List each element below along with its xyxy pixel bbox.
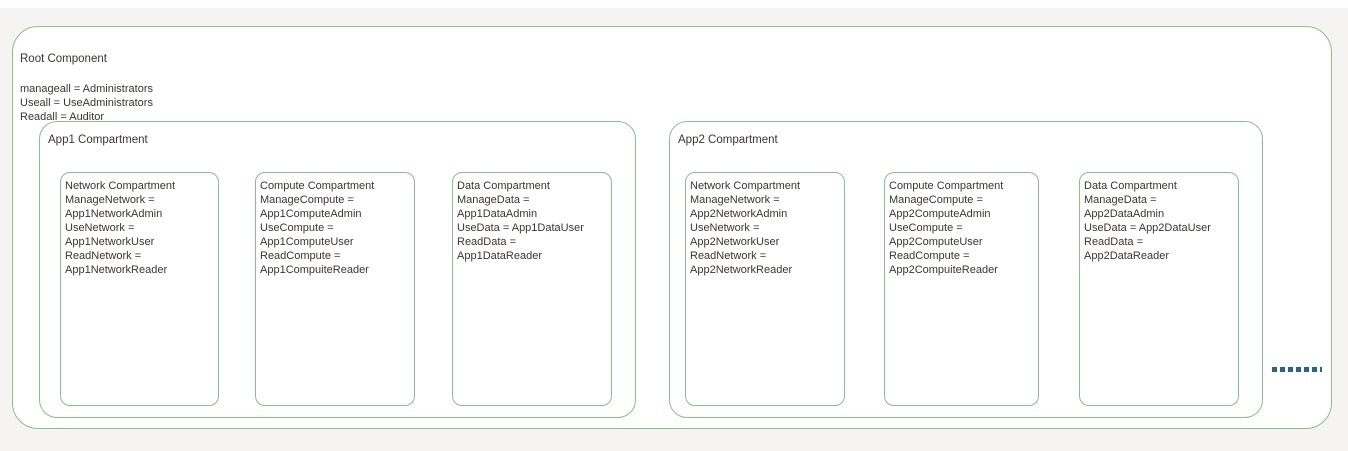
app2-data-compartment-box: Data Compartment ManageData = App2DataAd… — [1079, 172, 1239, 406]
app2-compute-compartment-title: Compute Compartment — [889, 180, 1004, 192]
app2-data-compartment-title: Data Compartment — [1084, 180, 1177, 192]
app1-data-compartment-box: Data Compartment ManageData = App1DataAd… — [452, 172, 612, 406]
app1-compute-compartment-box: Compute Compartment ManageCompute = App1… — [255, 172, 415, 406]
app1-compute-compartment-policies: ManageCompute = App1ComputeAdmin UseComp… — [260, 194, 369, 276]
root-compartment-title: Root Component — [20, 53, 107, 65]
ellipsis-dot — [1296, 367, 1301, 372]
ellipsis-dot — [1320, 367, 1322, 372]
ellipsis-dot — [1312, 367, 1317, 372]
app2-compartment-label: App2 Compartment — [678, 134, 778, 146]
more-compartments-ellipsis-icon — [1272, 367, 1322, 372]
app1-data-compartment-title: Data Compartment — [457, 180, 550, 192]
app1-network-compartment-title: Network Compartment — [65, 180, 176, 192]
root-compartment-policies: manageall = Administrators Useall = UseA… — [20, 83, 153, 123]
app1-network-compartment-box: Network Compartment ManageNetwork = App1… — [60, 172, 219, 406]
app1-compartment-label: App1 Compartment — [48, 134, 148, 146]
app1-compartment-box: App1 Compartment Network Compartment Man… — [39, 121, 636, 418]
app2-network-compartment-policies: ManageNetwork = App2NetworkAdmin UseNetw… — [690, 194, 793, 276]
app2-compartment-box: App2 Compartment Network Compartment Man… — [669, 121, 1263, 418]
app2-network-compartment-box: Network Compartment ManageNetwork = App2… — [685, 172, 845, 406]
ellipsis-dot — [1280, 367, 1285, 372]
ellipsis-dot — [1304, 367, 1309, 372]
root-compartment-text: Root Component manageall = Administrator… — [20, 37, 153, 139]
ellipsis-dot — [1272, 367, 1277, 372]
app2-compute-compartment-policies: ManageCompute = App2ComputeAdmin UseComp… — [889, 194, 998, 276]
app1-network-compartment-policies: ManageNetwork = App1NetworkAdmin UseNetw… — [65, 194, 168, 276]
root-compartment-box: Root Component manageall = Administrator… — [12, 26, 1332, 429]
app1-data-compartment-policies: ManageData = App1DataAdmin UseData = App… — [457, 194, 584, 262]
app2-network-compartment-title: Network Compartment — [690, 180, 801, 192]
app2-data-compartment-policies: ManageData = App2DataAdmin UseData = App… — [1084, 194, 1211, 262]
app1-compute-compartment-title: Compute Compartment — [260, 180, 375, 192]
app2-compute-compartment-box: Compute Compartment ManageCompute = App2… — [884, 172, 1039, 406]
ellipsis-dot — [1288, 367, 1293, 372]
